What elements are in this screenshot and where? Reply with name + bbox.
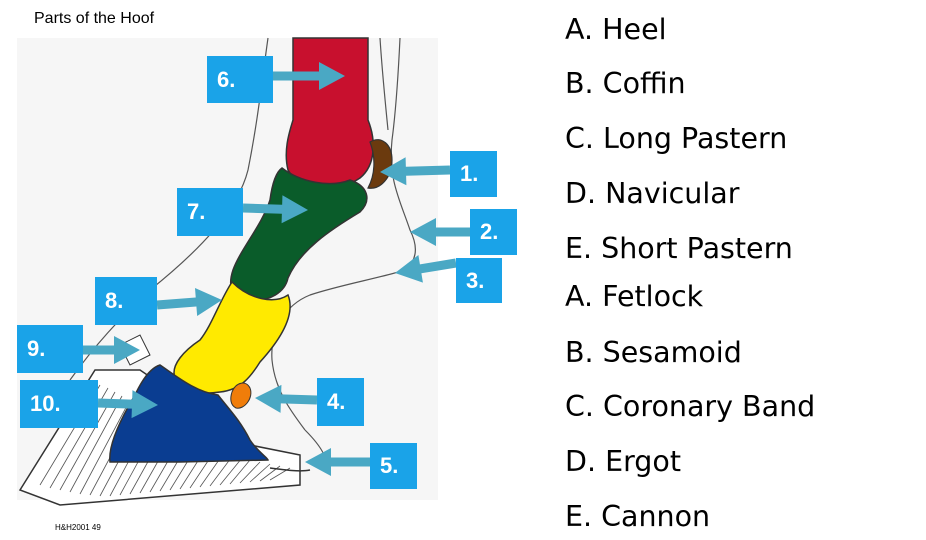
label-8: 8. [95, 277, 157, 325]
label-4: 4. [317, 378, 364, 426]
label-7: 7. [177, 188, 243, 236]
answer-item: C. Coronary Band [565, 390, 816, 423]
answer-item: D. Navicular [565, 177, 740, 210]
navicular-bone [230, 382, 252, 409]
answer-list: A. Heel B. Coffin C. Long Pastern D. Nav… [565, 0, 925, 540]
label-3: 3. [456, 258, 502, 303]
short-pastern-bone [173, 280, 291, 394]
arrow-3 [395, 254, 457, 283]
label-10: 10. [20, 380, 98, 428]
label-5: 5. [370, 443, 417, 489]
answer-item: A. Heel [565, 13, 667, 46]
answer-item: E. Short Pastern [565, 232, 793, 265]
answer-item: D. Ergot [565, 445, 681, 478]
cannon-bone [285, 37, 374, 189]
page-title: Parts of the Hoof [34, 10, 155, 27]
arrow-4 [255, 384, 318, 413]
arrow-5 [305, 448, 370, 476]
answer-item: E. Cannon [565, 500, 711, 533]
answer-item: A. Fetlock [565, 280, 704, 313]
arrow-2 [410, 218, 470, 246]
answer-item: B. Coffin [565, 67, 686, 100]
arrow-6 [273, 62, 345, 90]
sesamoid-bone [367, 139, 393, 189]
answer-item: B. Sesamoid [565, 336, 742, 369]
arrow-9 [83, 336, 140, 364]
arrow-7 [242, 195, 308, 224]
footer-credit: H&H2001 49 [55, 523, 101, 532]
arrow-1 [380, 157, 451, 186]
arrow-8 [156, 288, 222, 316]
label-1: 1. [450, 151, 497, 197]
arrow-10 [97, 390, 158, 419]
label-6: 6. [207, 56, 273, 103]
label-9: 9. [17, 325, 83, 373]
label-2: 2. [470, 209, 517, 255]
answer-item: C. Long Pastern [565, 122, 788, 155]
